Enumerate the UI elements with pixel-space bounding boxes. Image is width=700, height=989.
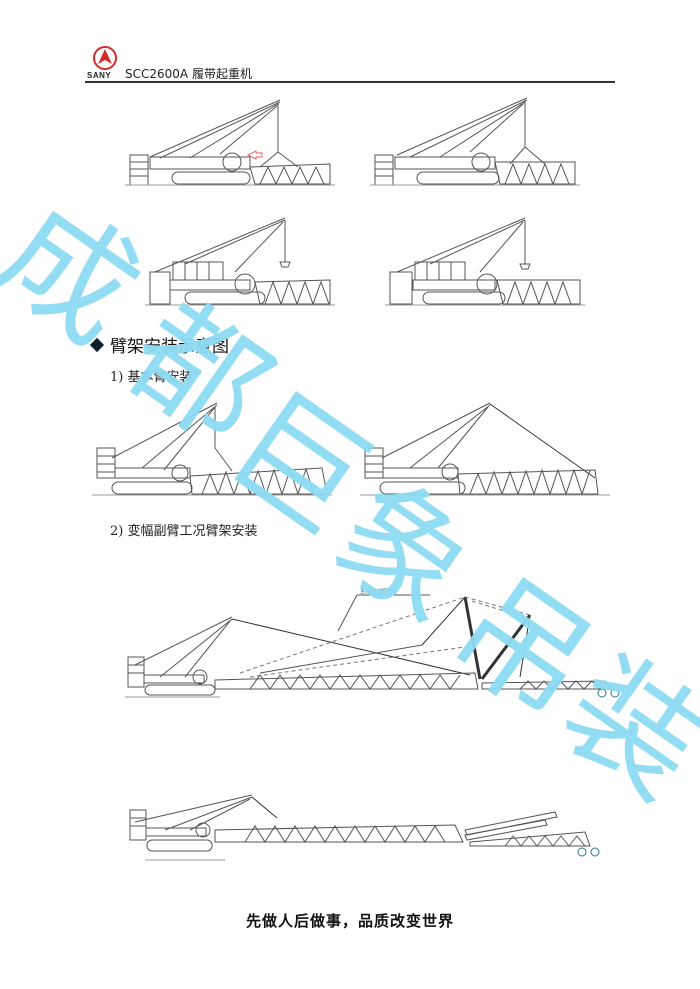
footer-slogan: 先做人后做事，品质改变世界 — [245, 912, 454, 930]
crane-figure-3 — [145, 217, 335, 306]
direction-arrow-icon — [246, 150, 263, 160]
basic-boom-figure-1 — [92, 402, 332, 496]
bullet-diamond-icon — [89, 337, 105, 352]
crane-figure-1 — [125, 99, 335, 186]
section-heading-text: 臂架安装示意图 — [110, 337, 229, 357]
callout-label: 主/副变幅钢丝绳 — [360, 588, 397, 595]
luffing-jib-figure-1: 主/副变幅钢丝绳 — [125, 588, 620, 698]
sany-logo-icon — [93, 46, 117, 70]
header-divider — [85, 81, 615, 83]
sany-logo: SANY — [85, 46, 125, 82]
page-header: SANY SCC2600A 履带起重机 — [85, 46, 615, 82]
subheading-luffing-jib: 2) 变幅副臂工况臂架安装 — [110, 524, 258, 539]
section-heading: 臂架安装示意图 — [89, 332, 229, 357]
subheading-basic-boom: 1) 基本臂安装 — [110, 370, 193, 385]
basic-boom-figure-2 — [360, 402, 610, 496]
document-title: SCC2600A 履带起重机 — [125, 67, 252, 81]
crane-figure-2 — [370, 97, 580, 186]
crane-figure-4 — [385, 217, 585, 306]
luffing-jib-figure-2 — [129, 794, 600, 861]
logo-text: SANY — [87, 71, 112, 80]
